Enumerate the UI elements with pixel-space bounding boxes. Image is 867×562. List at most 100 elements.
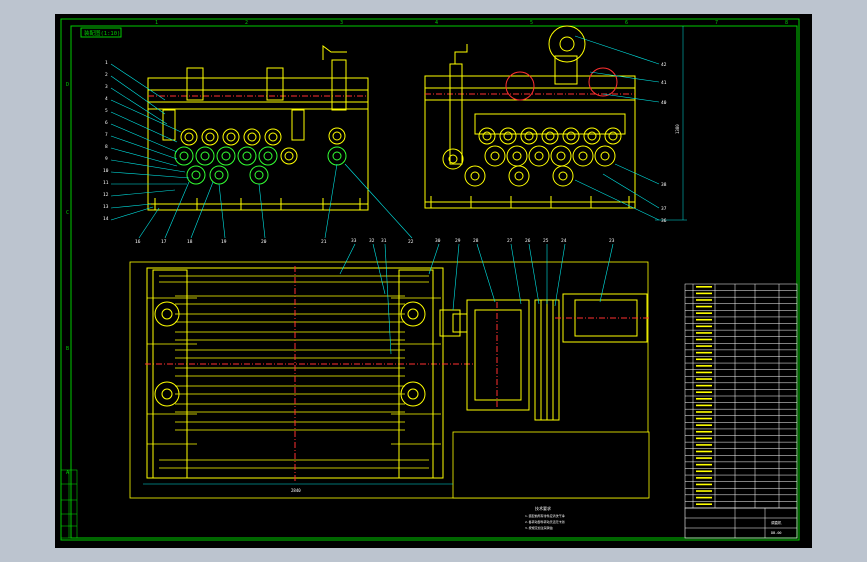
side-lower-rollers (442, 145, 616, 187)
bom-entry-mark (696, 345, 712, 347)
leader-label: 32 (369, 238, 375, 244)
crank-handle (322, 45, 347, 60)
leader-label: 18 (187, 239, 193, 245)
gearbox (466, 299, 530, 411)
leader-label: 21 (321, 239, 327, 245)
leader-label: 5 (105, 108, 108, 114)
guide-plate (291, 109, 305, 141)
bom-entry-mark (696, 351, 712, 354)
bom-entry-mark (696, 378, 712, 380)
leader-label: 16 (135, 239, 141, 245)
leader-label: 28 (473, 238, 479, 244)
front-view (147, 45, 369, 211)
left-margin-table (60, 469, 78, 539)
bom-entry-mark (696, 384, 712, 387)
leader-label: 26 (525, 238, 531, 244)
zone-number: 3 (340, 20, 343, 26)
bom-entry-mark (696, 477, 712, 479)
leader-label: 1 (105, 60, 108, 66)
bom-entry-mark (696, 411, 712, 413)
leader-label: 13 (103, 204, 109, 210)
bom-entry-mark (696, 391, 712, 394)
leader-label: 25 (543, 238, 549, 244)
top-view: 2840 (129, 261, 651, 499)
bom-entry-mark (696, 404, 712, 407)
leader-label: 20 (261, 239, 267, 245)
leader-label: 6 (105, 120, 108, 126)
base-bolts (154, 198, 361, 210)
leader-label: 4 (105, 96, 108, 102)
leader-label: 36 (661, 218, 667, 224)
bom-entry-mark (696, 332, 712, 334)
front-leaders (110, 63, 413, 239)
drawing-svg: D C B A 1 2 3 4 5 6 7 8 装配图(1:10) (60, 18, 800, 541)
pulley-ring (588, 67, 618, 97)
bom-entry-mark (696, 470, 712, 473)
front-frame (147, 77, 369, 211)
zone-markers: D C B A 1 2 3 4 5 6 7 8 (66, 20, 788, 476)
left-roller-stack (152, 269, 188, 479)
zone-number: 4 (435, 20, 438, 26)
bom-entry-mark (696, 417, 712, 420)
side-leaders (574, 35, 660, 221)
right-roller-stack (398, 269, 434, 479)
leader-label: 10 (103, 168, 109, 174)
top-leaders (339, 243, 614, 355)
side-crank (454, 44, 468, 64)
tech-title: 技术要求 (535, 505, 551, 511)
leader-label: 8 (105, 144, 108, 150)
parts-list (684, 283, 798, 509)
bom-entry-mark (696, 444, 712, 446)
pulley-ring (505, 71, 535, 101)
title-block-number: DB-00 (771, 531, 782, 535)
cutout (452, 431, 650, 499)
leader-label: 22 (408, 239, 414, 245)
leader-label: 41 (661, 80, 667, 86)
leader-label: 23 (609, 238, 615, 244)
guide-plate (162, 109, 176, 141)
leader-label: 24 (561, 238, 567, 244)
lower-rollers (174, 146, 347, 185)
zone-number: 6 (625, 20, 628, 26)
side-upper-rollers (478, 127, 622, 145)
bom-entry-mark (696, 286, 712, 288)
leader-label: 38 (661, 182, 667, 188)
top-envelope (129, 261, 649, 499)
bom-entry-mark (696, 312, 712, 314)
bom-entry-mark (696, 358, 712, 361)
leader-label: 14 (103, 216, 109, 222)
bom-entry-mark (696, 483, 712, 486)
leader-label: 42 (661, 62, 667, 68)
title-tab-text: 装配图(1:10) (84, 29, 120, 37)
zone-letter: C (66, 210, 69, 216)
zone-letter: A (66, 470, 69, 476)
bom-entry-mark (696, 450, 712, 453)
lower-rollers-yellow (280, 147, 298, 165)
leader-label: 19 (221, 239, 227, 245)
bom-entry-mark (696, 398, 712, 400)
motor-block (554, 55, 578, 85)
leader-label: 37 (661, 206, 667, 212)
leader-label: 29 (455, 238, 461, 244)
bom-entry-mark (696, 424, 712, 426)
bom-entry-mark (696, 490, 712, 492)
bom-entry-mark (696, 430, 712, 433)
outer-frame (60, 18, 800, 541)
leader-label: 2 (105, 72, 108, 78)
bom-entry-mark (696, 457, 712, 459)
bom-entry-mark (696, 318, 712, 321)
leader-label: 3 (105, 84, 108, 90)
pulley-large (548, 25, 586, 63)
top-leader-labels: 33 32 31 30 29 28 27 26 25 24 23 (351, 238, 615, 244)
bom-entry-mark (696, 496, 712, 499)
tech-line: 2.各转动部件转动灵活无卡滞 (525, 519, 565, 524)
leader-label: 7 (105, 132, 108, 138)
title-block-name: 调直机 (771, 520, 782, 525)
leader-label: 31 (381, 238, 387, 244)
bom-entry-mark (696, 371, 712, 374)
bom-entry-mark (696, 437, 712, 440)
leader-label: 11 (103, 180, 109, 186)
zone-number: 2 (245, 20, 248, 26)
tech-line: 1.装配前所有零件应清洗干净 (525, 513, 565, 518)
